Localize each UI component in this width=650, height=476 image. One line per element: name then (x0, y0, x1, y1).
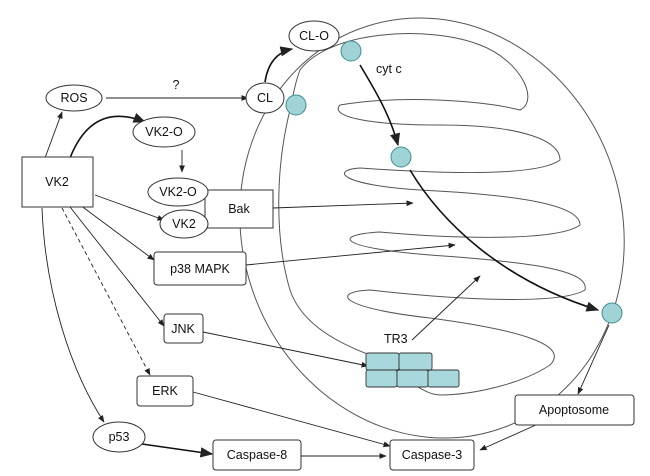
arrow-cytc-release-top (359, 64, 400, 147)
arrow-cytc-release-main (409, 169, 600, 312)
cytc-circle-inner (390, 146, 412, 168)
arrow-vk2-ros (44, 111, 63, 159)
arrow-apoptosome-caspase3 (479, 423, 539, 451)
caspase8-node: Caspase-8 (212, 439, 302, 471)
arrow-jnk-tr3 (202, 331, 369, 368)
apoptosome-label: Apoptosome (539, 403, 609, 417)
arrow-vk2-jnk (69, 206, 165, 327)
arrow-tr3-mito (411, 275, 481, 341)
tr3-block (396, 369, 429, 388)
connectors (41, 46, 610, 459)
tr3-block (365, 352, 400, 371)
apoptosome-node: Apoptosome (514, 394, 635, 426)
arrow-p53-caspase8 (134, 442, 214, 458)
nodes: ROS VK2 VK2-O Bak VK2-O VK2 p38 MAPK JN (21, 20, 635, 471)
tr3-block (398, 352, 433, 371)
bak-label: Bak (228, 202, 250, 216)
cytc-circle-cl (285, 94, 307, 116)
arrow-p38-mito (245, 242, 456, 266)
unknown-link-label: ? (173, 78, 180, 92)
arrow-cl-clo (264, 46, 294, 83)
vk2-label: VK2 (45, 175, 69, 189)
caspase3-node: Caspase-3 (389, 439, 475, 471)
jnk-label: JNK (171, 322, 195, 336)
mitochondrion (239, 17, 625, 439)
vk2-bound-node: VK2 (159, 209, 209, 239)
erk-label: ERK (152, 384, 178, 398)
tr3-stack (365, 352, 460, 388)
mitochondrion-outer-membrane (239, 17, 625, 439)
tr3-label: TR3 (384, 332, 408, 346)
arrow-vk2-p38 (79, 204, 155, 261)
jnk-node: JNK (163, 313, 204, 344)
arrow-bak-mito (272, 200, 414, 209)
cl-node: CL (245, 82, 285, 114)
cytochrome-c-molecules (285, 40, 623, 324)
arrow-erk-caspase3 (192, 391, 391, 448)
vk2o-top-node: VK2-O (132, 116, 196, 148)
vk2-node: VK2 (21, 156, 94, 208)
clo-node: CL-O (288, 20, 340, 52)
caspase3-label: Caspase-3 (402, 448, 462, 462)
cytc-circle-outer (340, 40, 362, 62)
arrow-vk2-p53 (41, 207, 105, 423)
vk2-bound-label: VK2 (172, 217, 196, 231)
tr3-block (427, 369, 460, 388)
arrow-vk2-erk-dashed (61, 207, 151, 376)
vk2o-top-label: VK2-O (145, 125, 183, 139)
cytc-label: cyt c (376, 62, 402, 76)
vk2o-mid-node: VK2-O (147, 177, 209, 207)
tr3-block (365, 369, 398, 388)
clo-label: CL-O (299, 29, 329, 43)
vk2o-mid-label: VK2-O (159, 185, 197, 199)
arrow-vk2-vk2o (69, 112, 147, 159)
mitochondrion-inner-membrane (278, 33, 586, 396)
ros-node: ROS (45, 84, 103, 112)
p38-node: p38 MAPK (153, 251, 247, 286)
arrow-cytc-apoptosome (577, 324, 610, 395)
caspase8-label: Caspase-8 (227, 448, 287, 462)
p53-label: p53 (109, 430, 130, 444)
ros-label: ROS (60, 91, 87, 105)
cl-label: CL (257, 91, 273, 105)
bak-node: Bak (204, 189, 274, 229)
cytc-circle-released (601, 302, 623, 324)
p38-label: p38 MAPK (170, 262, 230, 276)
erk-node: ERK (136, 375, 194, 407)
arrow-vk2-vk2bound (94, 194, 165, 221)
p53-node: p53 (92, 421, 146, 453)
